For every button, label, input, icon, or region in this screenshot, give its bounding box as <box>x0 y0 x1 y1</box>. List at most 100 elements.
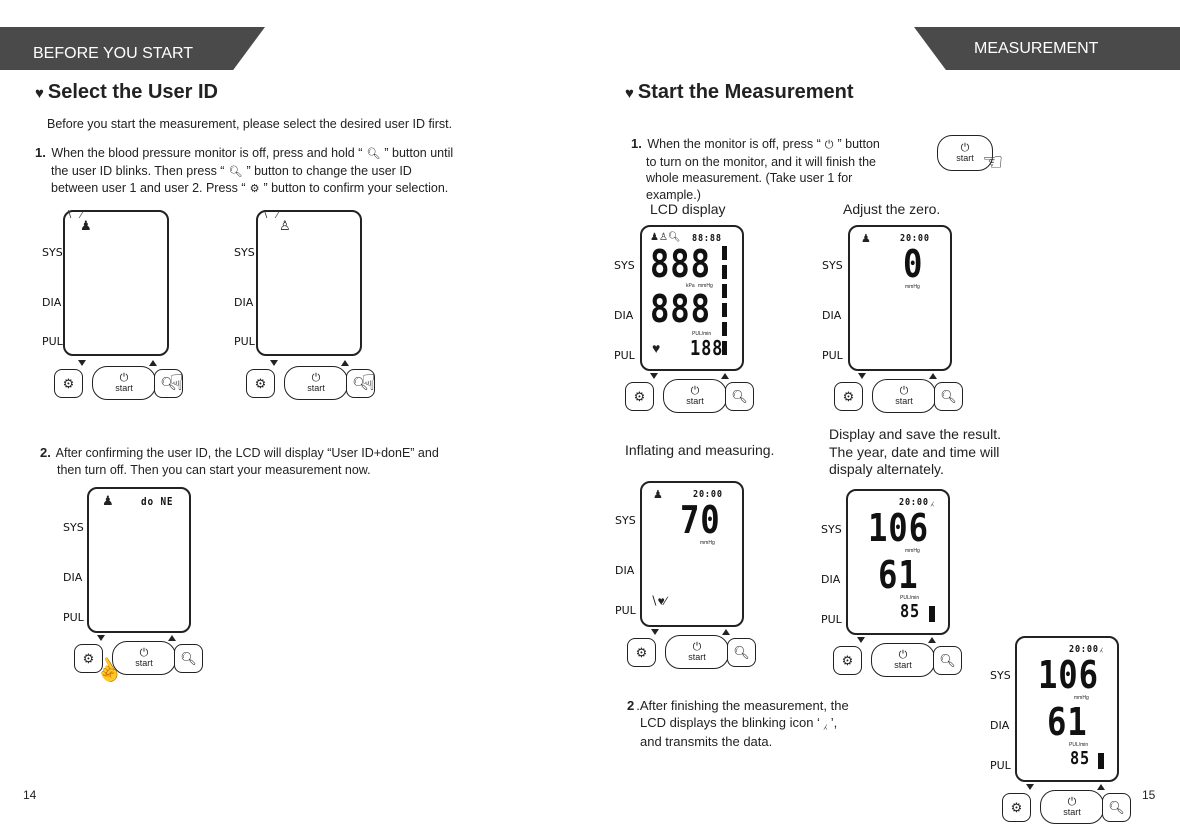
settings-button[interactable]: ⚙ <box>833 646 862 675</box>
memory-button[interactable]: 🔍︎ <box>154 369 183 398</box>
heart-icon: ♥ <box>625 85 634 102</box>
lcd-screen-done <box>87 487 191 633</box>
user1-icon: ♟ <box>653 489 663 501</box>
start-button[interactable]: ⏻start <box>871 643 935 677</box>
indicator-down-icon <box>858 373 866 379</box>
step2-text: 2. After confirming the user ID, the LCD… <box>40 445 439 477</box>
pul-display: 85 <box>900 601 921 622</box>
pressing-hand-icon: ☟ <box>170 370 184 395</box>
bluetooth-icon: ⁁ <box>931 496 934 507</box>
unit-kpa: kPa <box>686 283 695 289</box>
lcd-screen-inflating <box>640 481 744 627</box>
pul-display: 188 <box>690 336 724 360</box>
lcd-label-pul: PUL <box>615 604 636 617</box>
time-display: 20:00 <box>900 233 930 244</box>
indicator-up-icon <box>928 637 936 643</box>
indicator-up-icon <box>341 360 349 366</box>
power-icon: ⏻ <box>139 647 149 659</box>
lcd-label-pul: PUL <box>234 335 255 348</box>
settings-button[interactable]: ⚙ <box>834 382 863 411</box>
search-icon: 🔍︎ <box>731 388 748 404</box>
level-bar <box>929 606 935 622</box>
gear-icon: ⚙ <box>841 652 854 668</box>
device-buttons: ⚙ ⏻start 🔍︎ <box>834 379 984 413</box>
device-buttons: ⚙ ⏻start 🔍︎ <box>625 379 775 413</box>
lcd-label-sys: SYS <box>42 246 63 259</box>
settings-button[interactable]: ⚙ <box>74 644 103 673</box>
indicator-down-icon <box>270 360 278 366</box>
start-button[interactable]: ⏻start <box>284 366 348 400</box>
lcd-label-dia: DIA <box>42 296 62 309</box>
lcd-label-sys: SYS <box>615 514 636 527</box>
device-buttons: ⚙ ⏻start 🔍︎ <box>74 641 224 675</box>
start-button[interactable]: ⏻start <box>665 635 729 669</box>
search-icon: 🔍︎ <box>160 375 177 391</box>
indicator-down-icon <box>857 637 865 643</box>
lcd-label-dia: DIA <box>821 573 841 586</box>
memory-button[interactable]: 🔍︎ <box>934 382 963 411</box>
header-title: BEFORE YOU START <box>33 44 194 62</box>
user1-icon: ♟ <box>861 233 871 245</box>
indicator-down-icon <box>97 635 105 641</box>
memory-button[interactable]: 🔍︎ <box>174 644 203 673</box>
gear-icon: ⚙ <box>82 650 95 666</box>
start-button[interactable]: ⏻start <box>663 379 727 413</box>
gear-icon: ⚙ <box>254 375 267 391</box>
settings-button[interactable]: ⚙ <box>246 369 275 398</box>
settings-button[interactable]: ⚙ <box>627 638 656 667</box>
lcd-label-sys: SYS <box>63 521 84 534</box>
unit-pul: PUL/min <box>900 595 920 601</box>
start-button[interactable]: ⏻start <box>872 379 936 413</box>
blink-rays-icon: ∖ ∕ <box>66 210 83 221</box>
lcd-label-pul: PUL <box>822 349 843 362</box>
unit-mmhg: mmHg <box>700 540 715 546</box>
search-icon: 🔍︎ <box>939 652 956 668</box>
search-icon: 🔍︎ <box>366 148 381 160</box>
start-button[interactable]: ⏻start <box>92 366 156 400</box>
settings-button[interactable]: ⚙ <box>54 369 83 398</box>
memory-button[interactable]: 🔍︎ <box>346 369 375 398</box>
gear-icon: ⚙ <box>249 183 260 195</box>
power-icon: ⏻ <box>824 139 834 151</box>
dia-display: 61 <box>1047 700 1088 744</box>
time-display: 20:00 <box>1069 644 1099 655</box>
time-display: 20:00 <box>693 489 723 500</box>
bluetooth-icon: ⁁ <box>823 718 827 730</box>
search-icon: 🔍︎ <box>228 165 243 178</box>
zero-display: 0 <box>903 242 924 286</box>
start-button[interactable]: ⏻start <box>1040 790 1104 824</box>
lcd-label-dia: DIA <box>990 719 1010 732</box>
lcd-label-sys: SYS <box>234 246 255 259</box>
memory-button[interactable]: 🔍︎ <box>933 646 962 675</box>
device-buttons: ⚙ ⏻start 🔍︎ <box>54 366 204 400</box>
gear-icon: ⚙ <box>633 388 646 404</box>
lcd-label-sys: SYS <box>822 259 843 272</box>
step2-text: 2.After finishing the measurement, the L… <box>627 698 849 749</box>
settings-button[interactable]: ⚙ <box>1002 793 1031 822</box>
lcd-label-dia: DIA <box>63 571 83 584</box>
lcd-label-sys: SYS <box>821 523 842 536</box>
lcd-label-pul: PUL <box>821 613 842 626</box>
lcd-label-pul: PUL <box>63 611 84 624</box>
memory-button[interactable]: 🔍︎ <box>725 382 754 411</box>
settings-button[interactable]: ⚙ <box>625 382 654 411</box>
memory-button[interactable]: 🔍︎ <box>1102 793 1131 822</box>
memory-button[interactable]: 🔍︎ <box>727 638 756 667</box>
level-bar <box>1098 753 1104 769</box>
step1-text: 1. When the blood pressure monitor is of… <box>35 145 495 198</box>
header-title: MEASUREMENT <box>974 39 1099 57</box>
done-display: do NE <box>141 495 174 508</box>
step1-text: 1. When the monitor is off, press “⏻” bu… <box>631 136 880 202</box>
header-before-you-start: BEFORE YOU START <box>0 27 265 70</box>
start-button[interactable]: ⏻start <box>112 641 176 675</box>
status-icons: ♟♙🔍︎ <box>650 232 681 243</box>
intro-text: Before you start the measurement, please… <box>47 117 453 131</box>
search-icon: 🔍︎ <box>180 650 197 666</box>
indicator-up-icon <box>149 360 157 366</box>
page-number: 15 <box>1142 788 1156 802</box>
level-bar <box>722 341 727 355</box>
lcd-label-dia: DIA <box>234 296 254 309</box>
section-title-start-measurement: ♥Start the Measurement <box>625 81 854 103</box>
heart-icon: ♥ <box>652 340 661 356</box>
caption-inflating: Inflating and measuring. <box>625 442 775 458</box>
